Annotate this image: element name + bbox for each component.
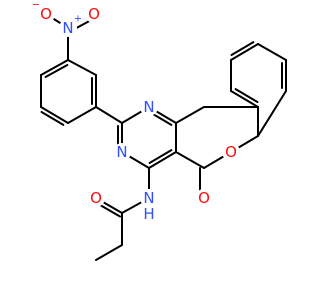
bond-b3-b4 [230, 43, 259, 61]
bond-c4a-c4 [148, 151, 177, 169]
atom-o-amide: O [87, 189, 105, 207]
atom-symbol: O [90, 189, 102, 207]
atom-label-background [222, 143, 240, 161]
bond-ch2-ch3 [95, 244, 123, 261]
bond-a1-a2 [67, 59, 97, 76]
bond-c4a-c5 [175, 151, 205, 169]
atom-label-background [140, 205, 158, 223]
atom-o-nitro-2: O [85, 5, 103, 23]
atom-h-amide: H [140, 205, 158, 223]
atom-symbol: N [62, 19, 73, 37]
atom-label-background [140, 98, 158, 116]
atom-o-nitro-1: O− [32, 0, 55, 23]
bond-b1-b2 [234, 88, 259, 104]
atom-symbol: O [40, 5, 52, 23]
atom-symbol: H [143, 205, 154, 223]
bond-a3-a4 [67, 106, 97, 124]
atom-o-lactone: O [195, 189, 213, 207]
atom-label-background [87, 189, 105, 207]
atom-label-background [37, 5, 55, 23]
bond-a1-a6 [44, 63, 69, 79]
formal-charge: − [32, 0, 40, 11]
bond-c4-c4a [148, 149, 173, 165]
atom-label-background [113, 143, 131, 161]
atom-label-background [85, 5, 103, 23]
bond-a4-a5 [40, 110, 65, 126]
atom-symbol: O [225, 143, 237, 161]
atom-n-amide: N [140, 189, 158, 207]
atom-symbol: N [116, 143, 127, 161]
atom-n-nitro: N+ [59, 14, 82, 37]
atom-n-pyr-2: N [113, 143, 131, 161]
bond-a3-c2 [95, 106, 123, 124]
atom-label-background [140, 189, 158, 207]
bond-c10b-c10a [175, 106, 205, 124]
bond-b4-b5 [257, 43, 287, 61]
atom-symbol: O [198, 189, 210, 207]
bond-b6-c6a [257, 90, 287, 137]
atom-label-background [59, 19, 77, 37]
bond-a6-a1 [40, 59, 69, 76]
atom-symbol: O [88, 5, 100, 23]
atom-symbol: N [143, 189, 154, 207]
atom-n-pyr-1: N [140, 98, 158, 116]
bond-a4-a5 [40, 106, 69, 124]
atom-o-ring: O [222, 143, 240, 161]
bonds [40, 13, 287, 261]
formal-charge: + [74, 14, 82, 25]
bond-b1-b2 [230, 90, 259, 108]
atom-label-background [195, 189, 213, 207]
bond-b3-b4 [230, 41, 255, 57]
atom-symbol: N [143, 98, 154, 116]
